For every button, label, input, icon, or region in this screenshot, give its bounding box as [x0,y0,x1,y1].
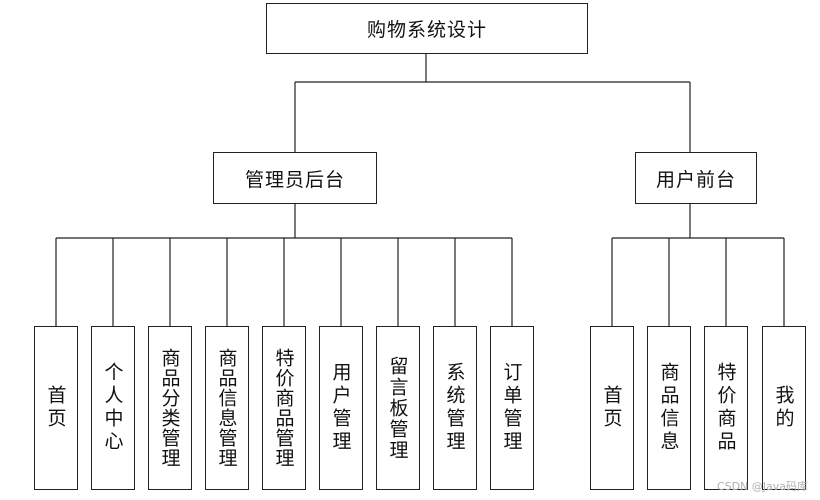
leaf-label: 个人中心 [101,362,124,454]
admin-leaf-message-board-management: 留言板管理 [376,326,420,490]
user-leaf-mine: 我的 [762,326,806,490]
leaf-label: 我的 [772,385,795,431]
root-node: 购物系统设计 [266,3,588,54]
leaf-label: 商品分类管理 [158,348,181,468]
admin-leaf-user-management: 用户管理 [319,326,363,490]
admin-leaf-order-management: 订单管理 [490,326,534,490]
leaf-label: 特价商品管理 [272,348,295,468]
leaf-label: 用户管理 [329,362,352,454]
watermark-text: CSDN @Java码库 [716,480,808,493]
admin-leaf-special-product-management: 特价商品管理 [262,326,306,490]
admin-leaf-system-management: 系统管理 [433,326,477,490]
leaf-label: 首页 [600,385,623,431]
user-leaf-product-info: 商品信息 [647,326,691,490]
leaf-label: 商品信息 [657,362,680,454]
user-leaf-special-products: 特价商品 [704,326,748,490]
leaf-label: 订单管理 [500,362,523,454]
admin-leaf-personal-center: 个人中心 [91,326,135,490]
leaf-label: 首页 [44,385,67,431]
admin-leaf-category-management: 商品分类管理 [148,326,192,490]
user-node: 用户前台 [635,152,757,204]
user-label: 用户前台 [655,168,736,191]
leaf-label: 特价商品 [714,362,737,454]
leaf-label: 留言板管理 [386,355,409,461]
root-label: 购物系统设计 [366,19,487,41]
leaf-label: 系统管理 [443,362,466,454]
admin-leaf-home: 首页 [34,326,78,490]
leaf-label: 商品信息管理 [215,348,238,468]
user-leaf-home: 首页 [590,326,634,490]
admin-label: 管理员后台 [244,168,345,191]
admin-leaf-product-info-management: 商品信息管理 [205,326,249,490]
admin-node: 管理员后台 [213,152,377,204]
